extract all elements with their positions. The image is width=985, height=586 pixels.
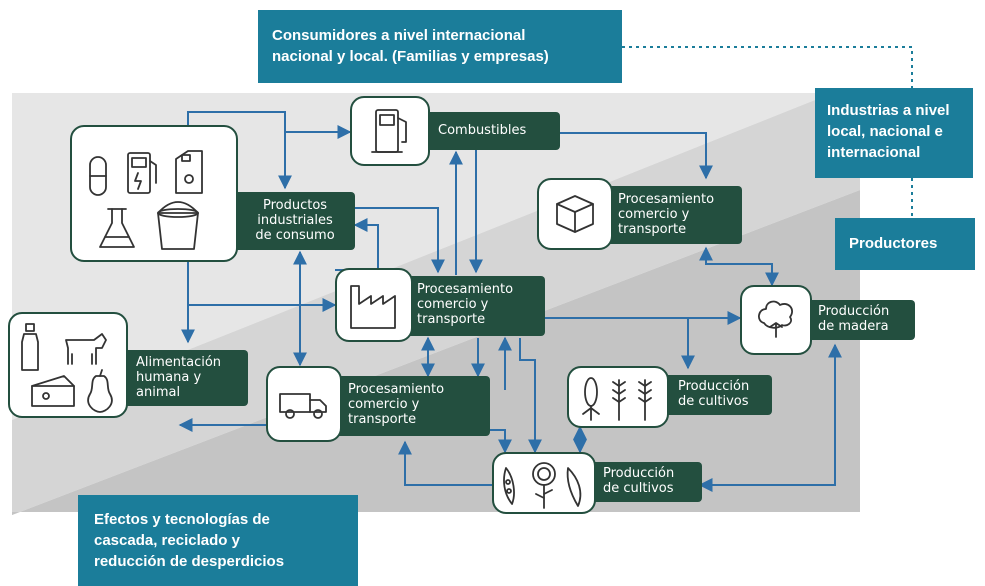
fuels-icon-box bbox=[350, 96, 430, 166]
industries-line-2: local, nacional e bbox=[827, 123, 943, 140]
producers-label: Productores bbox=[849, 235, 938, 252]
crops-grain-line-1: Producción bbox=[678, 379, 750, 394]
food-icon-box bbox=[8, 312, 128, 418]
industries-line-1: Industrias a nivel bbox=[827, 102, 950, 119]
cascade-line-3: reducción de desperdicios bbox=[94, 553, 285, 570]
arrow bbox=[187, 111, 352, 139]
fuel-pump-icon bbox=[371, 109, 407, 153]
processing-truck-line-3: transporte bbox=[348, 412, 417, 427]
wood-icon-box bbox=[740, 285, 812, 355]
crops-grain-icon-box bbox=[567, 366, 669, 428]
consumers-callout: Consumidores a nivel internacional nacio… bbox=[258, 10, 622, 83]
producers-callout: Productores bbox=[835, 218, 975, 270]
industries-line-3: internacional bbox=[827, 144, 921, 161]
crops-vegetables-line-1: Producción bbox=[603, 466, 675, 481]
processing-factory-line-2: comercio y bbox=[417, 297, 489, 312]
processing-packaging-label: Procesamiento comercio y transporte bbox=[600, 186, 742, 244]
pear-icon bbox=[87, 369, 113, 413]
flow-arrows bbox=[178, 111, 842, 492]
flask-icon bbox=[99, 208, 135, 248]
cascade-line-2: cascada, reciclado y bbox=[94, 532, 240, 549]
factory-icon bbox=[350, 285, 396, 329]
arrow bbox=[560, 132, 713, 180]
fuels-text: Combustibles bbox=[438, 123, 527, 138]
processing-packaging-line-3: transporte bbox=[618, 222, 687, 237]
consumers-line-2: nacional y local. (Familias y empresas) bbox=[272, 48, 549, 65]
arrow bbox=[699, 246, 779, 287]
wheat-icon bbox=[612, 379, 626, 421]
processing-packaging-icon-box bbox=[537, 178, 613, 250]
processing-factory-icon-box bbox=[335, 268, 413, 342]
corn-icon bbox=[582, 377, 600, 421]
wheat-icon bbox=[638, 379, 652, 421]
arrow bbox=[488, 429, 512, 454]
cascade-callout: Efectos y tecnologías de cascada, recicl… bbox=[78, 495, 358, 586]
bucket-icon bbox=[157, 201, 199, 250]
industrial-products-icon-box bbox=[70, 125, 238, 262]
crops-grain-line-2: de cultivos bbox=[678, 394, 749, 409]
food-label: Alimentación humana y animal bbox=[118, 350, 248, 406]
sunflower-icon bbox=[532, 462, 556, 509]
pill-icon bbox=[89, 156, 107, 196]
bean-pod-icon bbox=[566, 467, 582, 507]
arrow bbox=[398, 440, 495, 486]
jerrycan-icon bbox=[175, 150, 203, 194]
fuels-label: Combustibles bbox=[410, 112, 560, 150]
food-line-3: animal bbox=[136, 385, 181, 400]
wood-label: Producción de madera bbox=[800, 300, 915, 340]
cow-icon bbox=[65, 333, 107, 365]
processing-truck-label: Procesamiento comercio y transporte bbox=[330, 376, 490, 436]
processing-factory-line-3: transporte bbox=[417, 312, 486, 327]
crops-vegetables-label: Producción de cultivos bbox=[585, 462, 702, 502]
crops-vegetables-icon-box bbox=[492, 452, 596, 514]
food-line-1: Alimentación bbox=[136, 355, 222, 370]
processing-truck-icon-box bbox=[266, 366, 342, 442]
arrow bbox=[620, 317, 695, 370]
consumers-line-1: Consumidores a nivel internacional bbox=[272, 27, 526, 44]
cascade-line-1: Efectos y tecnologías de bbox=[94, 511, 270, 528]
tree-icon bbox=[758, 300, 793, 338]
arrow bbox=[519, 338, 542, 454]
fuel-pump-icon bbox=[127, 152, 157, 194]
band-dark bbox=[12, 190, 860, 515]
pea-pod-icon bbox=[503, 467, 515, 505]
industrial-products-line-3: de consumo bbox=[255, 228, 335, 243]
industrial-products-label: Productos industriales de consumo bbox=[225, 192, 355, 250]
cheese-icon bbox=[31, 375, 75, 407]
truck-icon bbox=[279, 393, 327, 419]
food-line-2: humana y bbox=[136, 370, 202, 385]
industrial-products-line-2: industriales bbox=[257, 213, 333, 228]
processing-factory-label: Procesamiento comercio y transporte bbox=[395, 276, 545, 336]
industrial-products-line-1: Productos bbox=[262, 198, 328, 213]
wood-line-1: Producción bbox=[818, 304, 890, 319]
crops-grain-label: Producción de cultivos bbox=[660, 375, 772, 415]
crops-vegetables-line-2: de cultivos bbox=[603, 481, 674, 496]
processing-truck-line-1: Procesamiento bbox=[348, 382, 445, 397]
processing-packaging-line-1: Procesamiento bbox=[618, 192, 715, 207]
box-icon bbox=[556, 195, 594, 233]
arrow bbox=[355, 207, 445, 274]
arrow bbox=[698, 343, 842, 492]
bottle-icon bbox=[21, 323, 39, 371]
dotted-connector bbox=[622, 46, 913, 88]
industries-callout: Industrias a nivel local, nacional e int… bbox=[815, 88, 973, 178]
wood-line-2: de madera bbox=[818, 319, 889, 334]
processing-factory-line-1: Procesamiento bbox=[417, 282, 514, 297]
processing-packaging-line-2: comercio y bbox=[618, 207, 690, 222]
processing-truck-line-2: comercio y bbox=[348, 397, 420, 412]
